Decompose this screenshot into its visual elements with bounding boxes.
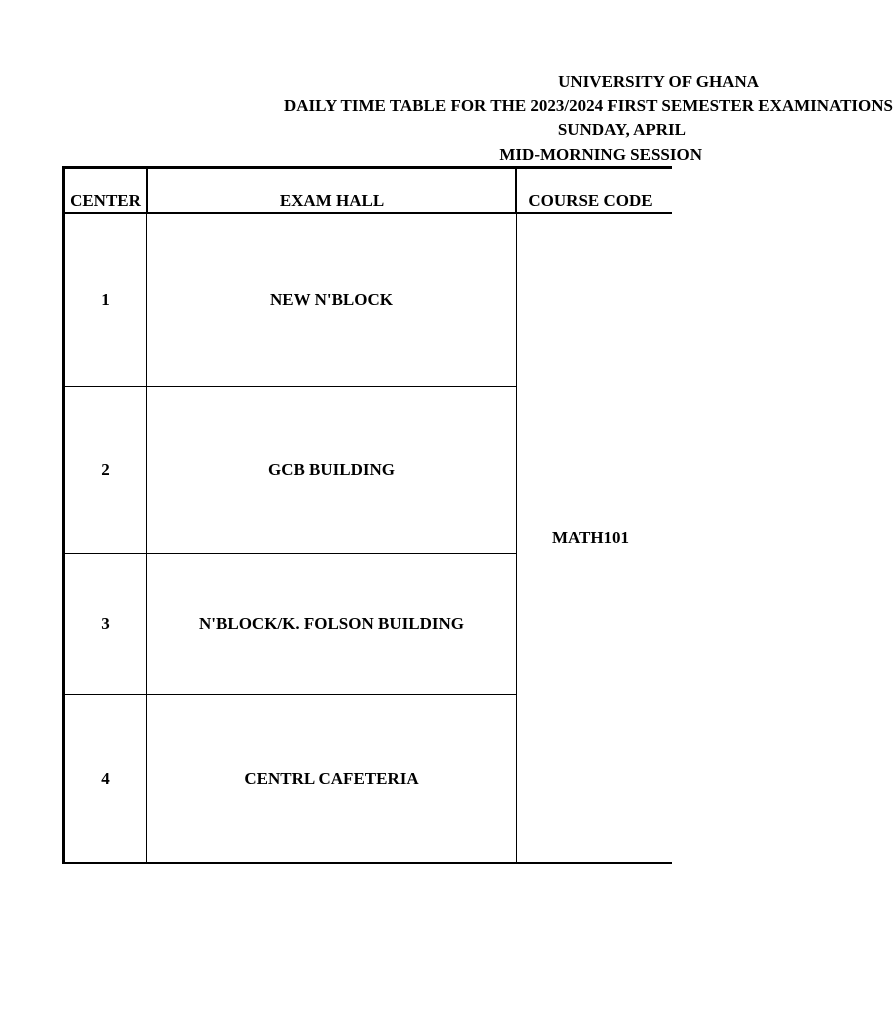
header-bottom-border xyxy=(62,212,672,214)
university-title: UNIVERSITY OF GHANA xyxy=(558,72,759,91)
row-divider-3 xyxy=(63,694,517,695)
row-divider-2 xyxy=(63,553,517,554)
row-3-exam-hall: N'BLOCK/K. FOLSON BUILDING xyxy=(199,614,464,633)
table-bottom-border xyxy=(62,862,672,864)
table-top-border xyxy=(62,166,672,169)
page: UNIVERSITY OF GHANA DAILY TIME TABLE FOR… xyxy=(62,72,893,864)
row-4-center: 4 xyxy=(101,768,110,788)
row-1-center: 1 xyxy=(101,290,110,309)
col-divider-1-body xyxy=(146,213,147,863)
col-divider-2-body xyxy=(516,213,517,863)
timetable-title: DAILY TIME TABLE FOR THE 2023/2024 FIRST… xyxy=(284,96,893,115)
row-4-exam-hall: CENTRL CAFETERIA xyxy=(244,768,419,788)
column-header-exam-hall: EXAM HALL xyxy=(279,191,385,210)
row-2-exam-hall: GCB BUILDING xyxy=(267,460,396,479)
course-code-cell: MATH101 xyxy=(551,528,630,547)
exam-date: SUNDAY, APRIL xyxy=(557,120,686,139)
column-header-center: CENTER xyxy=(70,191,141,210)
column-header-course-code: COURSE CODE xyxy=(528,191,653,210)
row-1-exam-hall: NEW N'BLOCK xyxy=(270,290,393,309)
row-2-center: 2 xyxy=(101,460,110,479)
col-divider-1 xyxy=(146,166,148,213)
row-divider-1 xyxy=(63,386,517,387)
session-name: MID-MORNING SESSION xyxy=(499,145,702,164)
table-left-border xyxy=(62,166,65,864)
row-3-center: 3 xyxy=(101,614,110,633)
col-divider-2 xyxy=(515,166,517,213)
